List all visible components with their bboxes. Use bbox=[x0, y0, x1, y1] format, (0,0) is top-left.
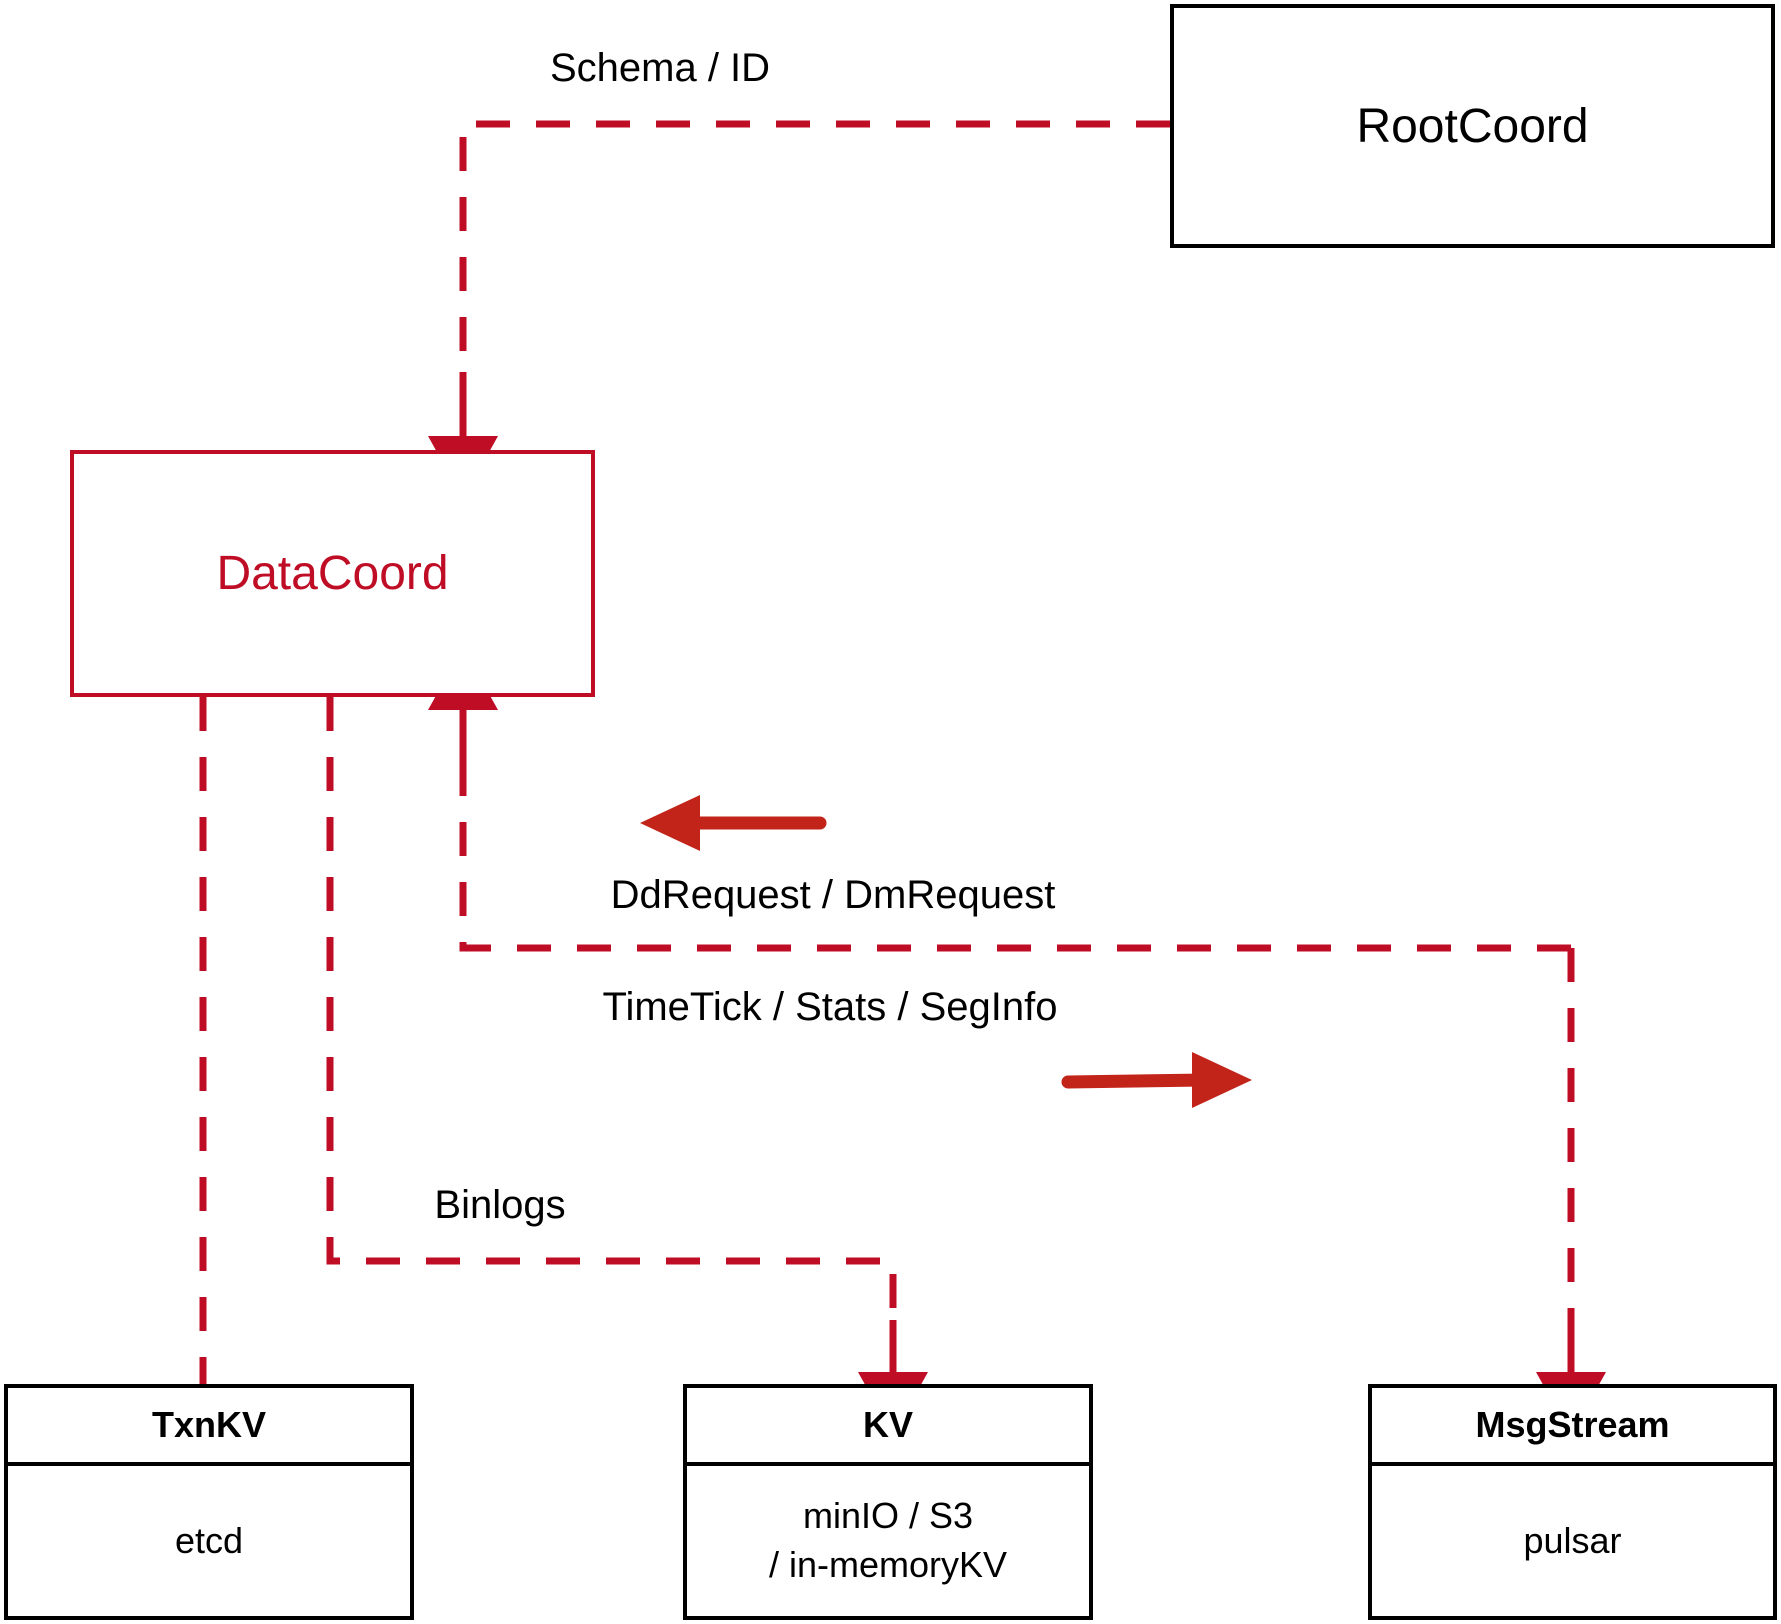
edge-datacoord-to-kv bbox=[326, 697, 928, 1435]
node-rootcoord-title: RootCoord bbox=[1356, 99, 1589, 153]
edge-label-binlogs: Binlogs bbox=[434, 1183, 566, 1227]
node-kv-body-line-1: minIO / S3 bbox=[802, 1495, 974, 1537]
node-kv[interactable]: KV minIO / S3 / in-memoryKV bbox=[683, 1384, 1093, 1620]
node-msgstream[interactable]: MsgStream pulsar bbox=[1368, 1384, 1777, 1620]
node-msgstream-body: pulsar bbox=[1372, 1466, 1773, 1616]
node-kv-body-line-2: / in-memoryKV bbox=[768, 1544, 1008, 1585]
node-kv-body: minIO / S3 / in-memoryKV bbox=[687, 1466, 1089, 1616]
node-datacoord-title: DataCoord bbox=[216, 547, 449, 600]
edge-rootcoord-to-datacoord bbox=[428, 120, 1170, 499]
edge-label-timetick-stats-seginfo: TimeTick / Stats / SegInfo bbox=[602, 985, 1058, 1029]
node-datacoord[interactable]: DataCoord bbox=[70, 450, 595, 697]
node-kv-title: KV bbox=[862, 1404, 913, 1445]
node-txnkv[interactable]: TxnKV etcd bbox=[4, 1384, 414, 1620]
node-rootcoord[interactable]: RootCoord bbox=[1170, 4, 1775, 248]
node-txnkv-body-line-1: etcd bbox=[174, 1519, 244, 1561]
node-msgstream-body-line-1: pulsar bbox=[1523, 1519, 1622, 1561]
edge-label-dd-dm-request: DdRequest / DmRequest bbox=[610, 873, 1056, 917]
node-txnkv-title: TxnKV bbox=[151, 1404, 266, 1445]
edge-label-schema-id: Schema / ID bbox=[549, 46, 771, 90]
node-txnkv-header: TxnKV bbox=[8, 1388, 410, 1466]
node-msgstream-header: MsgStream bbox=[1372, 1388, 1773, 1466]
node-kv-header: KV bbox=[687, 1388, 1089, 1466]
node-txnkv-body: etcd bbox=[8, 1466, 410, 1616]
outbound-flow-arrow bbox=[1061, 1052, 1252, 1108]
inbound-flow-arrow bbox=[640, 795, 827, 851]
node-msgstream-title: MsgStream bbox=[1475, 1404, 1670, 1445]
